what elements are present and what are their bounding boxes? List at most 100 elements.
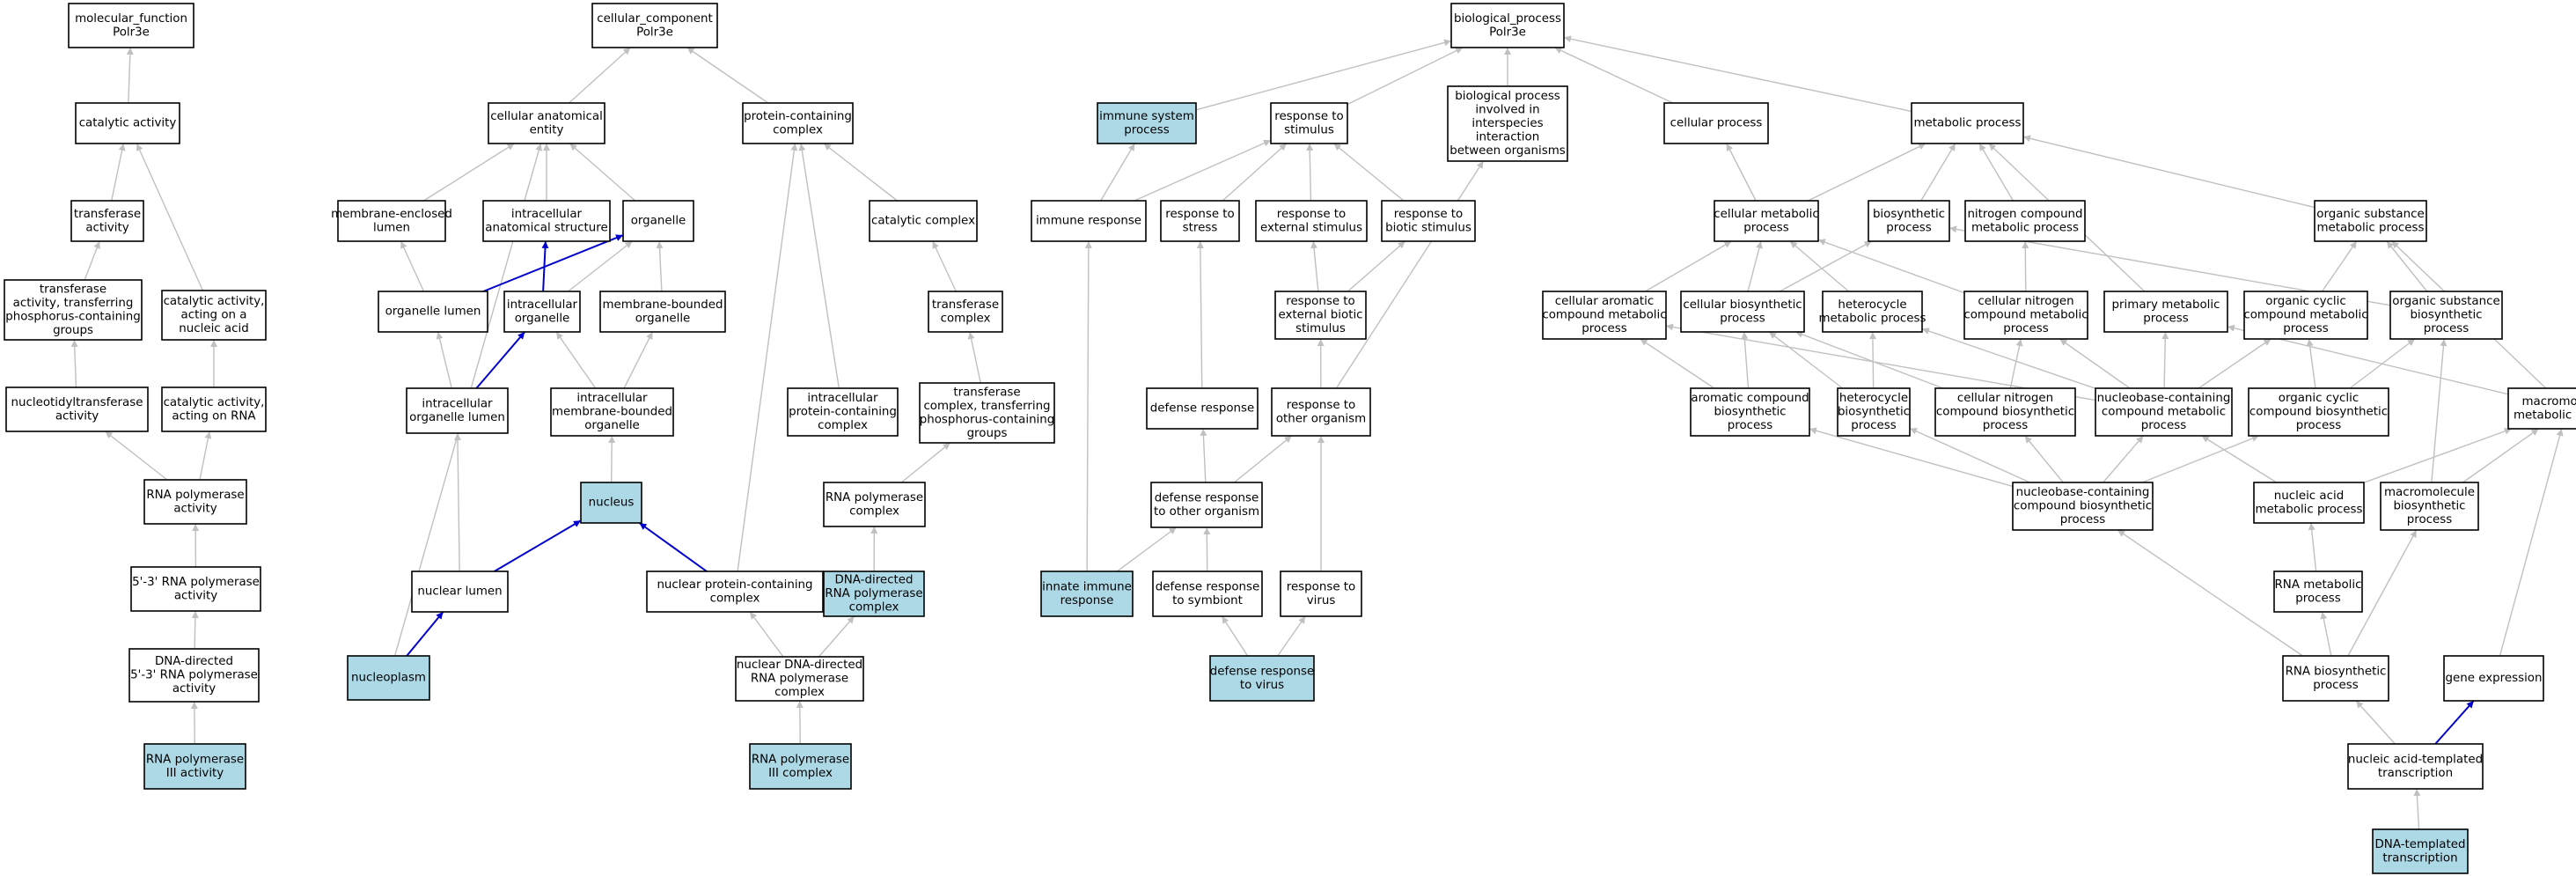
node-box — [2314, 200, 2427, 242]
node-label-line: aromatic compound — [1691, 392, 1809, 405]
edge-imbo-to-mbo — [623, 331, 654, 389]
go-term-node-ca: catalytic activity — [75, 102, 180, 144]
node-label-line: process — [2313, 679, 2358, 692]
node-label-line: process — [2141, 419, 2186, 432]
go-term-node-nuclp: nucleoplasm — [347, 655, 430, 701]
node-label-line: RNA polymerase — [752, 753, 849, 766]
node-label-line: compound biosynthetic — [1936, 406, 2074, 419]
node-label-line: stimulus — [1295, 322, 1346, 335]
edge-tctp-to-tc — [967, 331, 981, 384]
go-term-node-carna: catalytic activity,acting on RNA — [161, 386, 267, 432]
node-box — [337, 200, 446, 242]
edge-dtt-to-natt — [2413, 788, 2421, 830]
node-label-line: process — [1743, 221, 1788, 234]
node-label-line: membrane-bounded — [603, 298, 723, 312]
node-label-line: cellular anatomical — [490, 110, 603, 123]
go-term-node-catc: catalytic complex — [869, 200, 978, 242]
edge-cmp-to-cp — [1726, 143, 1757, 202]
node-box — [2012, 482, 2154, 531]
node-label-line: phosphorus-containing — [5, 310, 141, 323]
node-label-line: biosynthetic — [2393, 500, 2465, 513]
node-box — [1542, 291, 1667, 340]
node-label-line: external biotic — [1278, 309, 1362, 322]
node-box — [70, 200, 144, 242]
node-label-line: metabolic process — [2256, 503, 2363, 516]
node-label-line: RNA polymerase — [751, 673, 848, 686]
node-box — [1031, 200, 1147, 242]
edge-nbcmp-to-pmp — [2161, 331, 2169, 389]
node-box — [1934, 387, 2076, 437]
edge-tatp-to-ta — [84, 240, 100, 281]
node-box — [1274, 291, 1367, 340]
node-box — [823, 571, 925, 617]
node-label-line: process — [2295, 592, 2340, 605]
node-box — [1964, 200, 2086, 242]
node-box — [5, 386, 149, 432]
edge-osbp-to-osmp — [2386, 240, 2428, 292]
edge-mp-to-bp — [1563, 35, 1912, 113]
edge-rtst-to-rts — [1222, 143, 1288, 202]
edge-occbp-to-occmp — [2306, 338, 2316, 389]
node-box — [823, 482, 926, 527]
node-label-line: complex — [710, 592, 760, 605]
node-label-line: primary metabolic — [2112, 298, 2220, 312]
node-label-line: organic substance — [2316, 208, 2424, 221]
node-label-line: organelle lumen — [409, 411, 505, 424]
node-box — [1911, 102, 2024, 144]
edge-nl-to-nuc — [494, 519, 582, 572]
node-label-line: groups — [967, 427, 1008, 440]
node-label-line: macromolecule — [2384, 486, 2475, 499]
node-box — [411, 571, 509, 613]
node-label-line: organelle — [515, 312, 570, 325]
node-box — [1663, 102, 1769, 144]
node-box — [1097, 102, 1197, 144]
node-label-line: complex — [941, 312, 991, 325]
node-label-line: response to — [1394, 208, 1464, 221]
node-box — [2243, 291, 2368, 340]
node-label-line: macromolecule — [2521, 395, 2576, 409]
node-label-line: groups — [53, 324, 93, 337]
node-label-line: III complex — [768, 767, 833, 780]
node-label-line: compound metabolic — [1542, 309, 1666, 322]
edge-nbcbp-to-cncbp — [2024, 435, 2064, 483]
node-box — [580, 482, 642, 524]
node-box — [1680, 291, 1805, 333]
node-box — [735, 656, 864, 702]
node-label-line: protein-containing — [789, 406, 897, 419]
node-label-line: process — [1728, 419, 1772, 432]
node-label-line: DNA-templated — [2375, 838, 2466, 851]
node-label-line: process — [2003, 322, 2048, 335]
edge-cbp-to-bsp — [1779, 240, 1873, 292]
edge-nbcbp-to-hbp — [1909, 427, 2030, 483]
node-box — [2389, 291, 2503, 340]
node-box — [2380, 482, 2479, 531]
node-label-line: organic substance — [2392, 295, 2499, 308]
edge-iir-to-ir — [1084, 240, 1092, 572]
edge-cana-to-ca — [136, 143, 204, 291]
edge-osmp-to-mp — [2022, 135, 2315, 209]
node-label-line: activity — [172, 682, 216, 696]
edge-nddrnapc-to-npcc — [749, 611, 784, 658]
node-box — [1255, 200, 1368, 242]
edge-ncmp-to-mp — [1978, 143, 2015, 202]
node-label-line: organic cyclic — [2265, 295, 2345, 308]
edge-ta-to-ca — [111, 143, 126, 202]
edge-natt-to-ge — [2434, 700, 2475, 745]
node-label-line: response to — [1287, 399, 1356, 412]
node-label-line: interaction — [1476, 131, 1539, 144]
node-label-line: nucleic acid-templated — [2348, 753, 2483, 766]
node-label-line: activity — [174, 589, 217, 602]
go-term-node-ir: immune response — [1031, 200, 1147, 242]
node-label-line: nucleic acid — [2274, 490, 2344, 503]
node-box — [1150, 482, 1263, 528]
node-box — [128, 648, 260, 703]
